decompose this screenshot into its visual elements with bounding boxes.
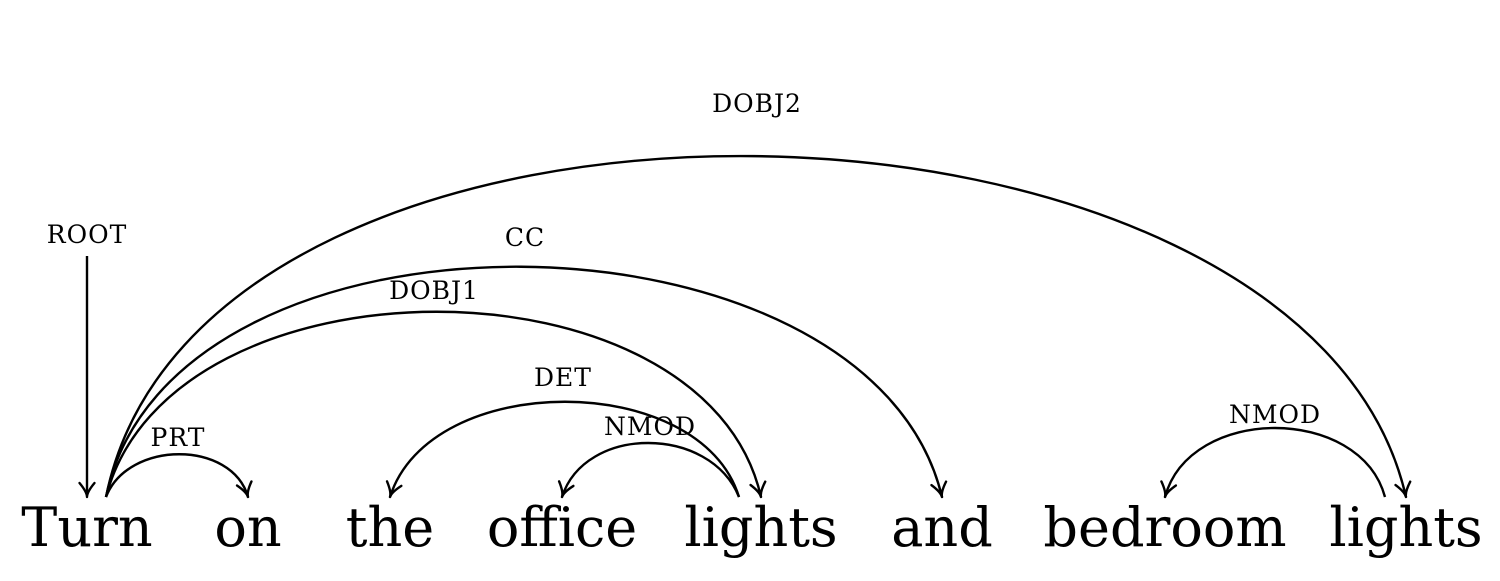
label-root: ROOT — [47, 220, 128, 249]
arc-nmod2 — [1163, 426, 1387, 498]
token-and: and — [891, 496, 993, 559]
token-office: office — [487, 496, 637, 559]
arrowhead-prt — [235, 480, 253, 499]
arrowhead-dobj2 — [1394, 480, 1412, 499]
token-the: the — [346, 496, 434, 559]
token-bedroom: bedroom — [1043, 496, 1286, 559]
token-on: on — [214, 496, 281, 559]
label-det: DET — [534, 363, 592, 392]
token-turn: Turn — [21, 496, 152, 559]
arrowhead-root — [78, 481, 96, 499]
arc-det — [388, 400, 741, 498]
arc-prt — [104, 453, 250, 498]
dependency-labels: ROOT PRT DET NMOD DOBJ1 CC NMOD DOBJ2 — [47, 89, 1321, 452]
arrowhead-dobj1 — [749, 480, 767, 499]
arc-nmod1 — [560, 441, 741, 498]
arc-dobj2 — [104, 154, 1408, 498]
label-dobj2: DOBJ2 — [712, 89, 802, 118]
token-lights2: lights — [1329, 496, 1482, 559]
arc-dobj1 — [104, 310, 763, 498]
dependency-arcs — [78, 154, 1412, 499]
label-nmod2: NMOD — [1229, 400, 1321, 429]
arrowhead-cc — [930, 480, 948, 499]
label-cc: CC — [505, 223, 545, 252]
arc-cc — [104, 265, 944, 498]
arrowhead-det — [385, 480, 403, 499]
label-prt: PRT — [151, 423, 206, 452]
label-dobj1: DOBJ1 — [389, 276, 479, 305]
label-nmod1: NMOD — [604, 412, 696, 441]
arrowhead-nmod2 — [1160, 480, 1178, 499]
token-lights1: lights — [684, 496, 837, 559]
arrowhead-nmod1 — [557, 480, 575, 499]
